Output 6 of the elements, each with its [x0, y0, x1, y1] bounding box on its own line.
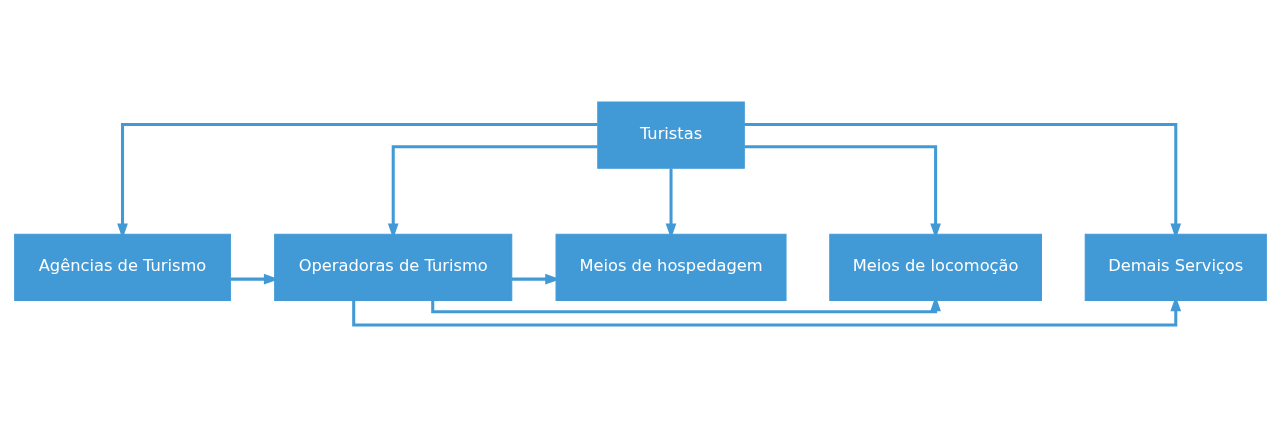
node-box: Turistas: [597, 101, 745, 169]
node-box: Agências de Turismo: [14, 233, 231, 301]
node-box: Operadoras de Turismo: [274, 233, 513, 301]
node-box: Demais Serviços: [1084, 233, 1267, 301]
node-box: Meios de locomoção: [829, 233, 1042, 301]
node-box: Meios de hospedagem: [555, 233, 787, 301]
